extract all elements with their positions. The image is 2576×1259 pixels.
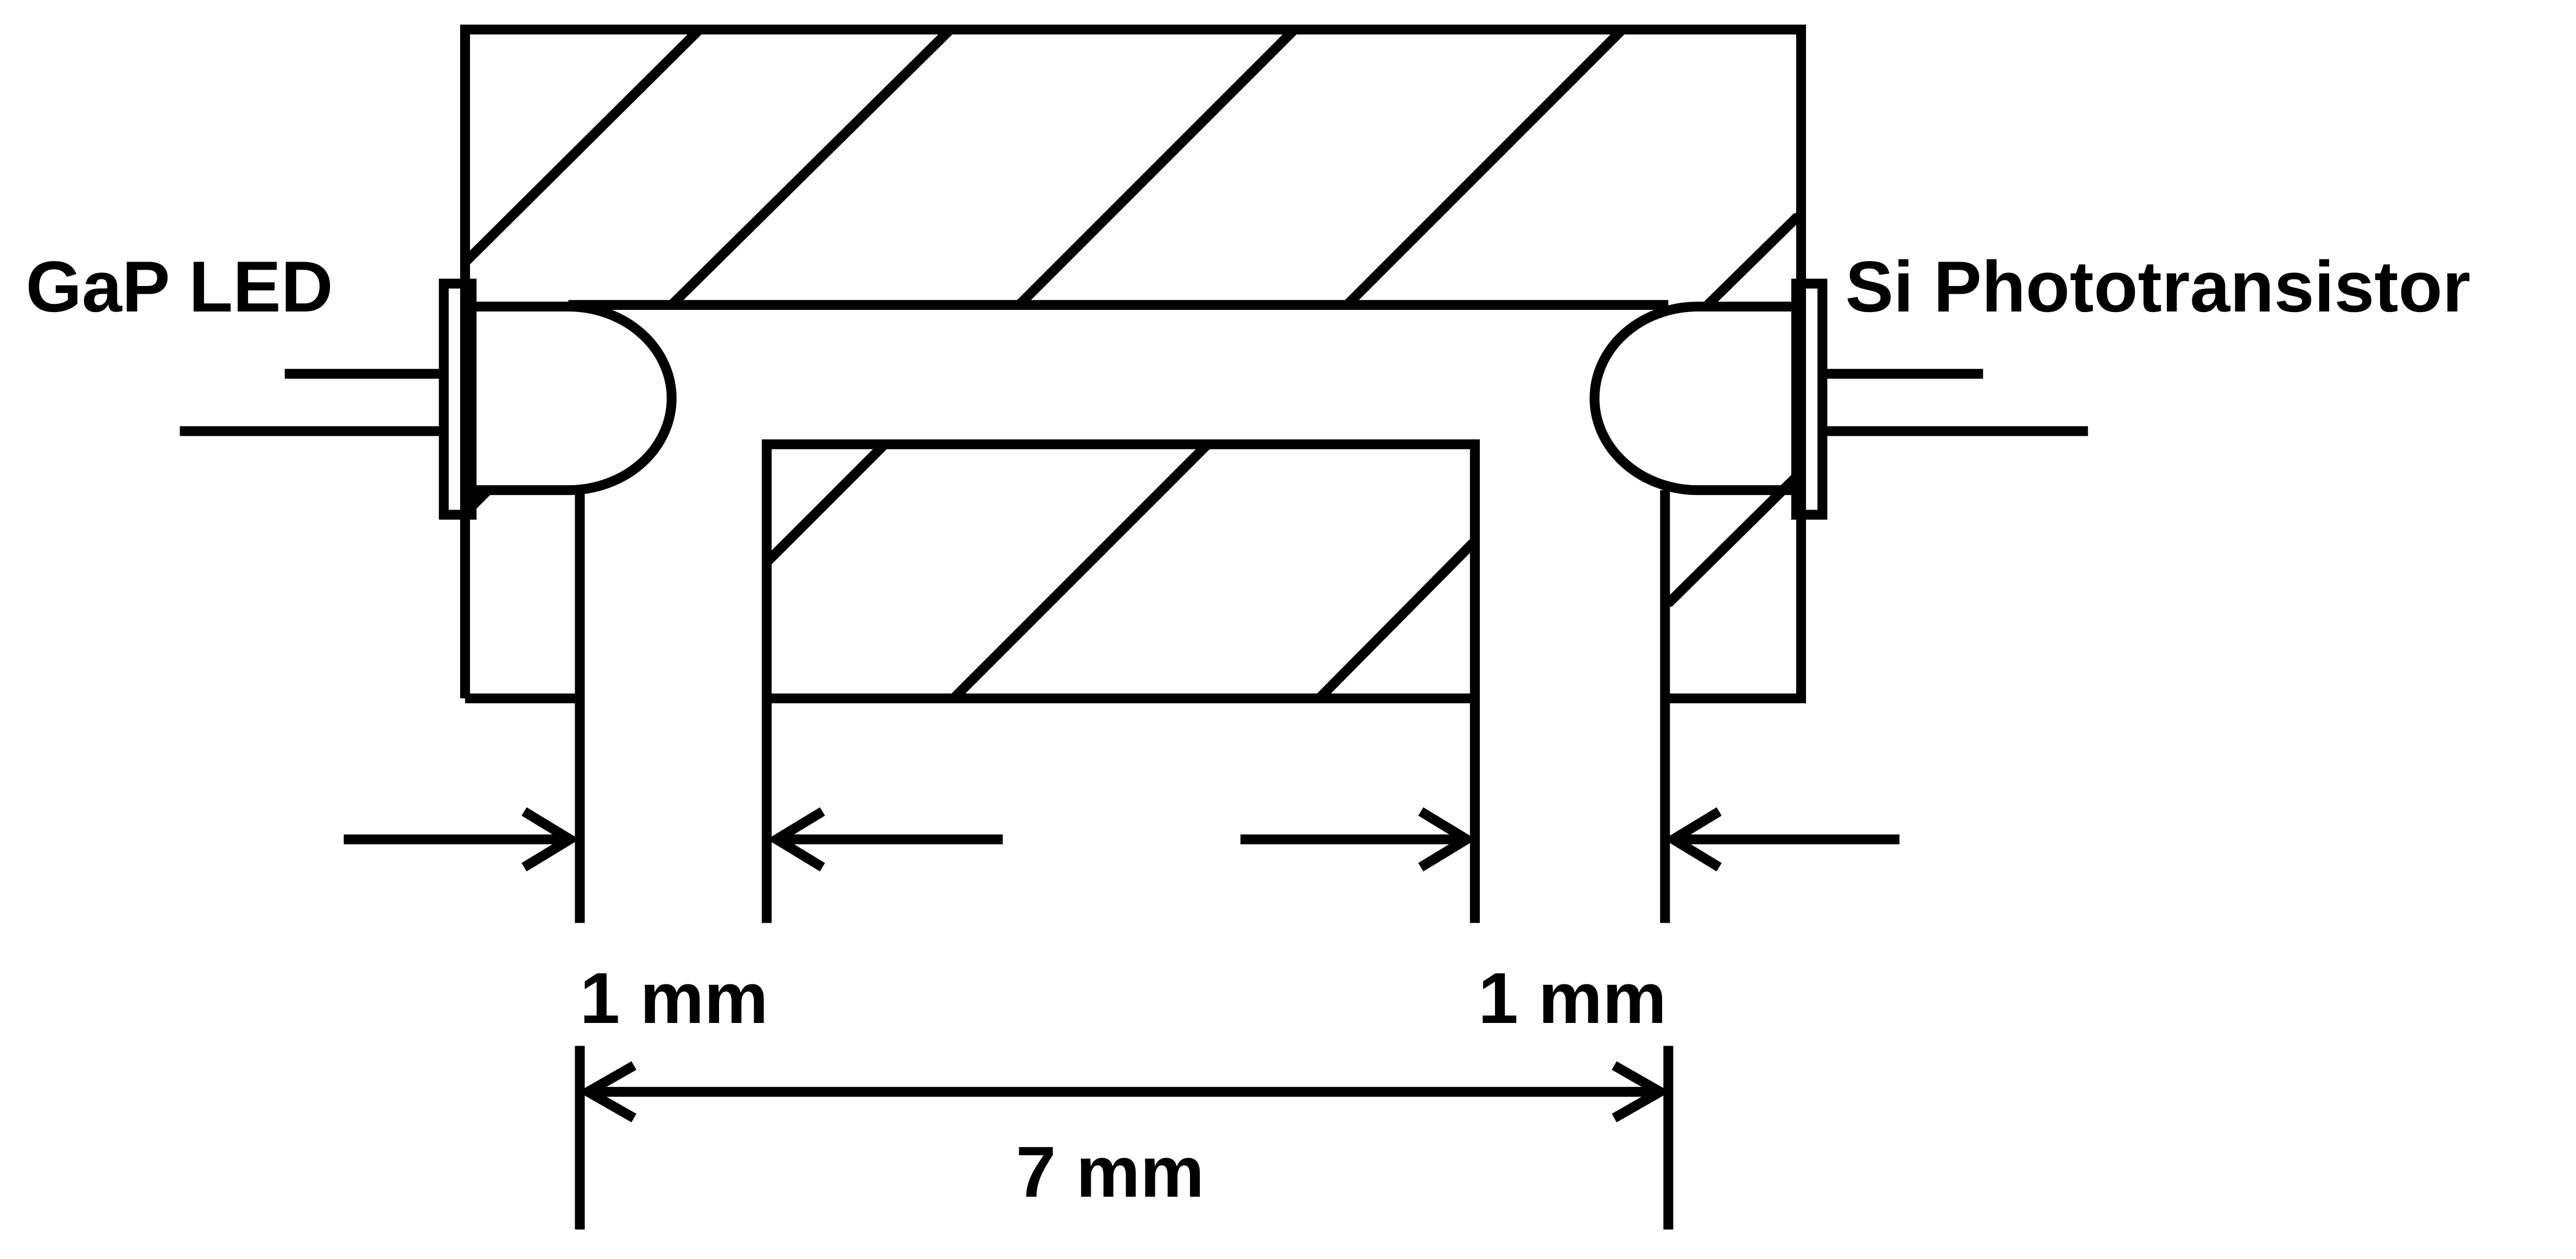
housing-outline-outer [460, 24, 1807, 703]
separation-label: 7 mm [1016, 1132, 1204, 1212]
center-insert-outline [761, 439, 1480, 923]
top-slab-hatching [465, 29, 1626, 305]
led-flange-notch [466, 486, 492, 512]
gap-led-emitter [180, 278, 677, 520]
phototransistor-flange [1791, 278, 1828, 520]
housing-block [460, 24, 1807, 703]
center-insert-hatching [766, 444, 1473, 698]
gap-left-label: 1 mm [580, 958, 768, 1039]
right-wall-hatching [1665, 213, 1802, 607]
extension-lines [575, 490, 1674, 1230]
si-phototransistor-detector [1589, 278, 2088, 520]
phototransistor-label: Si Phototransistor [1846, 247, 2471, 327]
dimension-1mm-left-arrows [344, 807, 1003, 872]
dimension-1mm-right-arrows [1240, 807, 1900, 872]
dimension-7mm-arrow [578, 1061, 1670, 1123]
led-lens [470, 301, 677, 495]
center-insert [761, 439, 1480, 923]
gap-right-label: 1 mm [1478, 958, 1667, 1039]
led-label: GaP LED [26, 247, 333, 327]
phototransistor-lens [1589, 301, 1796, 495]
led-flange [438, 278, 477, 520]
